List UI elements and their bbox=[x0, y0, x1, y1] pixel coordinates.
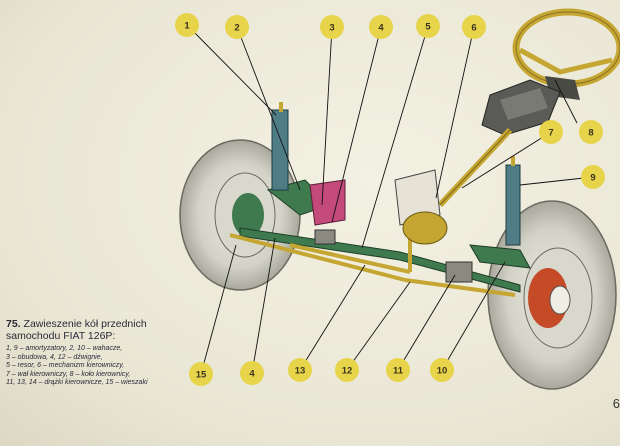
callout-10: 10 bbox=[430, 358, 454, 382]
callout-11: 11 bbox=[386, 358, 410, 382]
legend-line: 11, 13, 14 – drążki kierownicze, 15 – wi… bbox=[6, 379, 148, 387]
svg-text:15: 15 bbox=[196, 370, 207, 381]
svg-text:1: 1 bbox=[184, 21, 190, 32]
bracket bbox=[445, 261, 473, 283]
callout-4-bottom: 4 bbox=[240, 361, 264, 385]
callout-7: 7 bbox=[539, 120, 563, 144]
svg-text:4: 4 bbox=[249, 369, 255, 380]
legend-line: 1, 9 – amortyzatory, 2, 10 – wahacze, bbox=[6, 345, 123, 352]
caption-title: 75. Zawieszenie kół przednich samochodu … bbox=[6, 318, 211, 342]
bracket bbox=[314, 229, 336, 245]
callout-4-top: 4 bbox=[369, 15, 393, 39]
caption-title-line1: Zawieszenie kół przednich bbox=[23, 318, 147, 330]
svg-text:6: 6 bbox=[471, 23, 476, 34]
shock-absorber-right bbox=[505, 156, 521, 246]
legend-line: 7 – wał kierowniczy, 8 – koło kierownicy… bbox=[6, 370, 131, 378]
callout-15: 15 bbox=[189, 362, 213, 386]
steering-column-housing bbox=[481, 79, 561, 136]
callout-1: 1 bbox=[175, 13, 199, 37]
callout-12: 12 bbox=[335, 358, 359, 382]
svg-text:4: 4 bbox=[378, 23, 384, 34]
svg-text:2: 2 bbox=[234, 23, 239, 34]
figure-caption: 75. Zawieszenie kół przednich samochodu … bbox=[6, 318, 211, 388]
figure-number: 75. bbox=[6, 318, 21, 330]
svg-text:12: 12 bbox=[342, 366, 353, 377]
steering-box bbox=[394, 169, 448, 245]
svg-text:13: 13 bbox=[295, 366, 306, 377]
svg-text:5: 5 bbox=[425, 22, 431, 33]
callout-5: 5 bbox=[416, 14, 440, 38]
callout-13: 13 bbox=[288, 358, 312, 382]
callout-6: 6 bbox=[462, 15, 486, 39]
housing bbox=[309, 179, 346, 226]
svg-text:3: 3 bbox=[329, 23, 334, 34]
shock-absorber-left bbox=[271, 102, 289, 191]
svg-text:10: 10 bbox=[437, 366, 448, 377]
svg-text:7: 7 bbox=[548, 128, 553, 139]
legend-line: 3 – obudowa, 4, 12 – dźwignie, bbox=[6, 353, 103, 361]
svg-text:8: 8 bbox=[588, 128, 593, 139]
callout-9: 9 bbox=[581, 165, 605, 189]
right-wheel bbox=[487, 200, 617, 390]
legend-line: 5 – resor, 6 – mechanizm kierowniczy, bbox=[6, 362, 125, 370]
svg-text:9: 9 bbox=[590, 173, 595, 184]
upper-control-arm-right bbox=[469, 244, 531, 269]
callout-8: 8 bbox=[579, 120, 603, 144]
svg-text:11: 11 bbox=[393, 366, 404, 377]
page-number: 6 bbox=[612, 396, 620, 411]
caption-title-line2: samochodu FIAT 126P: bbox=[6, 330, 116, 342]
callout-3: 3 bbox=[320, 15, 344, 39]
callout-2: 2 bbox=[225, 15, 249, 39]
